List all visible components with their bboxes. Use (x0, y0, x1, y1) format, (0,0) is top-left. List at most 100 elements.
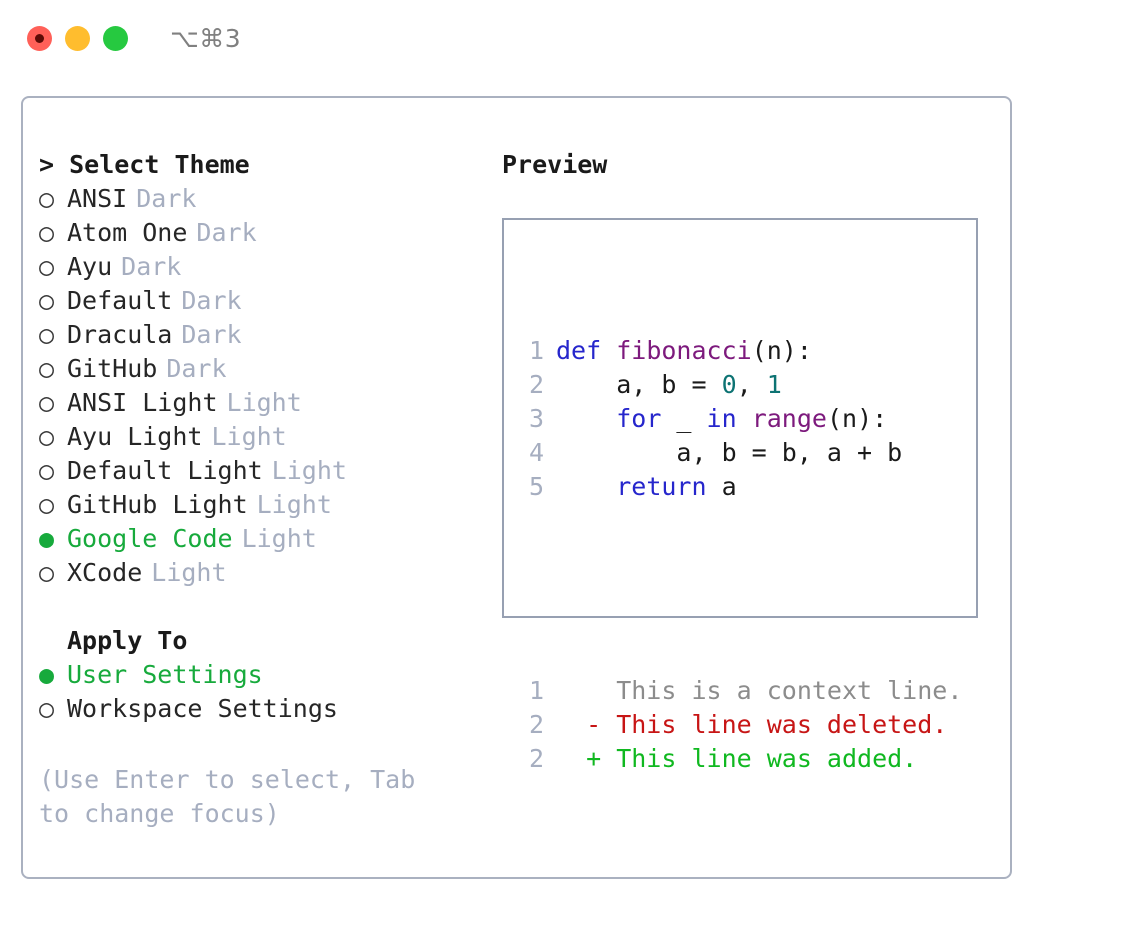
code-spacer (518, 572, 962, 606)
line-number: 4 (528, 438, 544, 467)
code-token: in (706, 404, 737, 433)
code-text: def fibonacci(n): (544, 334, 812, 368)
line-number: 2 (528, 710, 544, 739)
line-number: 3 (528, 404, 544, 433)
line-number: 5 (528, 472, 544, 501)
minimize-button[interactable] (65, 26, 90, 51)
diff-text: This is a context line. (556, 676, 963, 705)
option-tag: Dark (136, 184, 197, 213)
code-token: 1 (766, 370, 782, 399)
radio-unselected-icon: ○ (39, 422, 55, 451)
option-label: GitHub (67, 354, 158, 383)
radio-unselected-icon: ○ (39, 354, 55, 383)
theme-option-default[interactable]: ○ Default Dark (39, 284, 489, 318)
option-tag: Light (151, 558, 227, 587)
option-tag: Light (211, 422, 287, 451)
radio-selected-icon: ● (39, 524, 55, 553)
radio-unselected-icon: ○ (39, 388, 55, 417)
line-number: 1 (528, 336, 544, 365)
code-token: a, b = (556, 370, 722, 399)
window-title: ⌥⌘3 (170, 24, 242, 53)
code-token: def (556, 336, 617, 365)
option-tag: Light (256, 490, 332, 519)
code-text: a, b = b, a + b (544, 436, 902, 470)
option-tag: Dark (166, 354, 227, 383)
code-token (556, 404, 616, 433)
code-token (556, 472, 616, 501)
close-button[interactable] (27, 26, 52, 51)
diff-sample: 1 This is a context line.2 - This line w… (518, 674, 962, 776)
radio-unselected-icon: ○ (39, 286, 55, 315)
line-number: 2 (528, 744, 544, 773)
apply-to-list: ● User Settings ○ Workspace Settings (39, 658, 489, 726)
option-label: Atom One (67, 218, 188, 247)
code-token: for (616, 404, 662, 433)
code-token: a, b = b, a + b (556, 438, 903, 467)
select-theme-header: > Select Theme (39, 150, 250, 179)
code-token: a (706, 472, 737, 501)
option-label: Google Code (67, 524, 233, 553)
diff-line: 2 - This line was deleted. (518, 708, 962, 742)
window-controls (27, 26, 128, 51)
code-line: 3 for _ in range(n): (518, 402, 962, 436)
keyboard-hint: (Use Enter to select, Tab to change focu… (39, 765, 416, 828)
theme-option-github[interactable]: ○ GitHub Dark (39, 352, 489, 386)
radio-unselected-icon: ○ (39, 490, 55, 519)
option-label: User Settings (67, 660, 263, 689)
code-token: _ (661, 404, 707, 433)
option-label: Default (67, 286, 173, 315)
theme-option-default-light[interactable]: ○ Default Light Light (39, 454, 489, 488)
theme-option-ansi-light[interactable]: ○ ANSI Light Light (39, 386, 489, 420)
radio-unselected-icon: ○ (39, 456, 55, 485)
option-tag: Dark (196, 218, 257, 247)
option-tag: Dark (181, 286, 242, 315)
apply-option-workspace-settings[interactable]: ○ Workspace Settings (39, 692, 489, 726)
title-bar: ⌥⌘3 (0, 0, 1140, 78)
option-tag: Dark (181, 320, 242, 349)
option-label: ANSI (67, 184, 128, 213)
code-line: 5 return a (518, 470, 962, 504)
line-number: 1 (528, 676, 544, 705)
diff-text: - This line was deleted. (556, 710, 948, 739)
code-token: (n): (826, 404, 888, 433)
option-label: Default Light (67, 456, 263, 485)
apply-option-user-settings[interactable]: ● User Settings (39, 658, 489, 692)
radio-selected-icon: ● (39, 660, 55, 689)
diff-line: 1 This is a context line. (518, 674, 962, 708)
maximize-button[interactable] (103, 26, 128, 51)
theme-option-dracula[interactable]: ○ Dracula Dark (39, 318, 489, 352)
option-tag: Light (226, 388, 302, 417)
diff-line: 2 + This line was added. (518, 742, 962, 776)
code-token: 0 (721, 370, 737, 399)
radio-unselected-icon: ○ (39, 694, 55, 723)
code-text: return a (544, 470, 737, 504)
line-number: 2 (528, 370, 544, 399)
code-token: return (616, 472, 707, 501)
radio-unselected-icon: ○ (39, 252, 55, 281)
preview-header: Preview (502, 150, 608, 179)
radio-unselected-icon: ○ (39, 320, 55, 349)
option-label: ANSI Light (67, 388, 218, 417)
option-label: Workspace Settings (67, 694, 338, 723)
code-token: (n): (751, 336, 812, 365)
code-token: fibonacci (616, 336, 752, 365)
code-text: for _ in range(n): (544, 402, 887, 436)
option-label: Ayu (67, 252, 113, 281)
option-tag: Light (271, 456, 347, 485)
code-line: 4 a, b = b, a + b (518, 436, 962, 470)
option-label: Dracula (67, 320, 173, 349)
radio-unselected-icon: ○ (39, 558, 55, 587)
